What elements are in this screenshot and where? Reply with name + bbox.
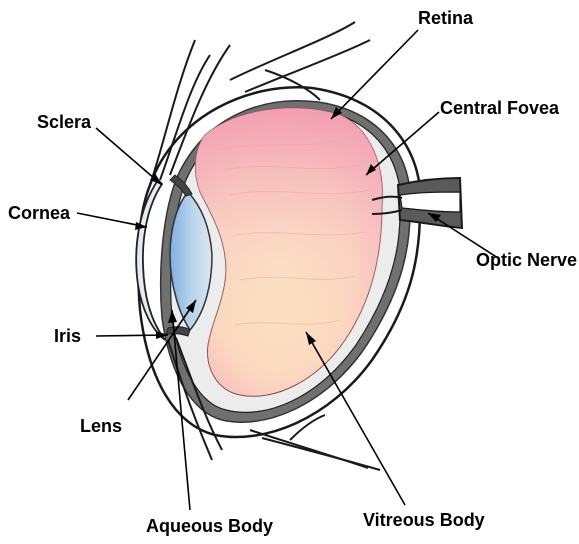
label-vitreous-body: Vitreous Body bbox=[363, 510, 485, 530]
label-central-fovea: Central Fovea bbox=[440, 98, 560, 118]
label-sclera: Sclera bbox=[37, 112, 92, 132]
label-iris: Iris bbox=[54, 326, 81, 346]
pointer-sclera bbox=[96, 128, 162, 185]
label-cornea: Cornea bbox=[8, 203, 71, 223]
label-retina: Retina bbox=[418, 8, 474, 28]
label-lens: Lens bbox=[80, 416, 122, 436]
label-aqueous-body: Aqueous Body bbox=[146, 516, 273, 536]
pointer-retina bbox=[331, 30, 418, 119]
label-optic-nerve: Optic Nerve bbox=[476, 250, 577, 270]
